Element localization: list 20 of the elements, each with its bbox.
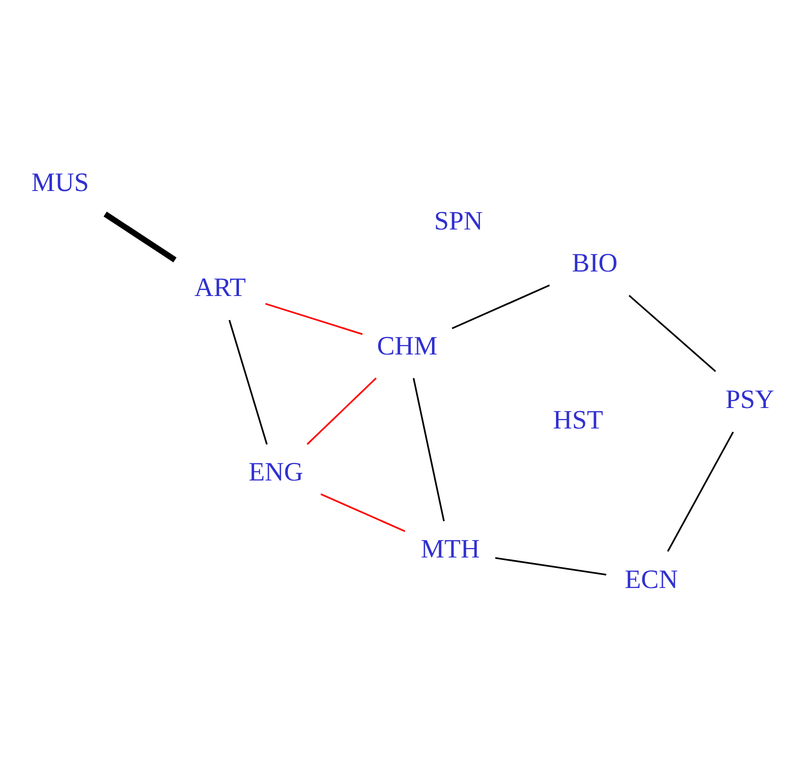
node-text: PSY (725, 383, 774, 414)
connector (265, 302, 363, 334)
node-text: HST (552, 404, 604, 434)
connector (628, 294, 716, 372)
connector (495, 556, 606, 576)
node-text: SPN (434, 204, 483, 235)
node-text: ENG (248, 456, 304, 486)
connector (320, 492, 406, 532)
connector (228, 319, 268, 444)
connector (104, 211, 177, 262)
node-text: MTH (420, 533, 480, 564)
node-text: MUS (31, 166, 89, 196)
connector (412, 377, 445, 521)
node-text: BIO (572, 247, 618, 278)
connector (667, 431, 734, 552)
connector (452, 284, 550, 329)
node-text: ART (194, 271, 246, 302)
node-text: CHM (376, 330, 438, 360)
connector (306, 377, 377, 444)
node-text: ECN (624, 563, 678, 594)
